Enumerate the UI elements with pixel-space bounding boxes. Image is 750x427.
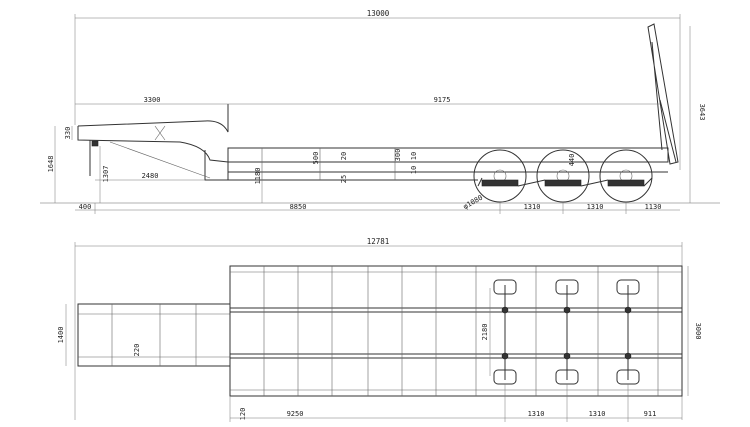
ramp xyxy=(647,23,679,165)
dim-top-rear-overhang: 911 xyxy=(644,410,657,418)
dim-beam-flange-20: 20 xyxy=(340,152,348,160)
gooseneck-outline xyxy=(77,104,229,163)
dim-gooseneck-thickness: 330 xyxy=(64,127,72,140)
dim-beam-web-25: 25 xyxy=(340,175,348,183)
hub xyxy=(501,306,509,314)
dim-overall-width: 3000 xyxy=(694,323,702,340)
dim-axle-track: 2180 xyxy=(481,324,489,341)
dim-top-axle-spacing-1: 1310 xyxy=(528,410,545,418)
dim-gooseneck-length: 3300 xyxy=(144,96,161,104)
dim-deck-length: 9175 xyxy=(434,96,451,104)
wheel-top xyxy=(493,279,517,295)
dim-front-offset: 120 xyxy=(239,408,247,421)
dim-beam-flange-10a: 10 xyxy=(410,152,418,160)
hub xyxy=(501,352,509,360)
dim-axle-spacing-1: 1310 xyxy=(524,203,541,211)
dim-gooseneck-height: 1648 xyxy=(47,156,55,173)
deck-frame xyxy=(227,147,669,163)
ramp-hydraulic xyxy=(659,99,677,163)
dim-tire-size: φ1080 xyxy=(462,194,484,211)
dim-beam-height-500: 500 xyxy=(312,152,320,165)
kingpin xyxy=(91,140,99,147)
hub xyxy=(563,352,571,360)
suspension xyxy=(477,177,653,187)
dim-deck-to-axle: 8850 xyxy=(290,203,307,211)
deck-plan xyxy=(229,265,683,397)
wheel-1 xyxy=(473,149,527,203)
leaf-spring-1 xyxy=(481,179,519,187)
wheel-top xyxy=(555,279,579,295)
hub xyxy=(624,352,632,360)
dim-neck-beam-width: 220 xyxy=(133,344,141,357)
side-view: 13000 3300 9175 3643 1648 330 1307 2480 … xyxy=(40,9,720,214)
dim-deck-height: 1180 xyxy=(254,168,262,185)
dim-top-axle-spacing-2: 1310 xyxy=(589,410,606,418)
dim-rear-overhang: 1130 xyxy=(645,203,662,211)
leaf-spring-2 xyxy=(544,179,582,187)
dim-beam-height-300: 300 xyxy=(394,149,402,162)
top-view: 12781 xyxy=(57,237,702,422)
dim-kingpin-height: 1307 xyxy=(102,166,110,183)
wheel-2 xyxy=(536,149,590,203)
dim-kingpin-distance: 2480 xyxy=(142,172,159,180)
hub xyxy=(563,306,571,314)
leaf-spring-3 xyxy=(607,179,645,187)
dim-ramp-height: 3643 xyxy=(698,104,706,121)
dim-beam-flange-10b: 10 xyxy=(410,166,418,174)
suspension-links xyxy=(477,177,653,187)
axle-3-plan xyxy=(616,279,640,385)
axle-1-plan xyxy=(493,279,517,385)
wheel-group xyxy=(473,149,653,203)
dim-front-overhang: 400 xyxy=(79,203,92,211)
dim-top-overall-length: 12781 xyxy=(367,237,390,246)
wheel-top xyxy=(616,279,640,295)
dim-overall-length: 13000 xyxy=(367,9,390,18)
axle-2-plan xyxy=(555,279,579,385)
gooseneck-brace xyxy=(109,125,211,179)
dim-axle-spacing-440: 440 xyxy=(568,154,576,167)
dim-neck-width: 1400 xyxy=(57,327,65,344)
dim-top-deck-to-axle: 9250 xyxy=(287,410,304,418)
dim-axle-spacing-2: 1310 xyxy=(587,203,604,211)
gooseneck-lower xyxy=(89,140,229,181)
hub xyxy=(624,306,632,314)
wheel-3 xyxy=(599,149,653,203)
deck-crossmembers xyxy=(263,266,659,396)
